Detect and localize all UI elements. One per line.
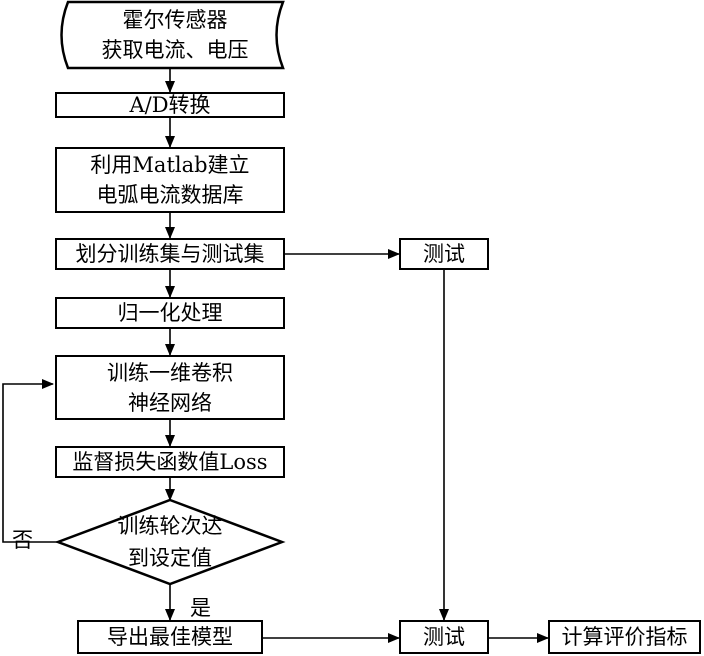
node-ad-conversion: A/D转换 [55,92,285,118]
node-export-model: 导出最佳模型 [77,620,263,654]
node-loss-monitor: 监督损失函数值Loss [55,446,285,478]
node-ad-label: A/D转换 [129,93,211,117]
node-normalize: 归一化处理 [55,297,285,329]
node-matlab-line2: 电弧电流数据库 [96,183,244,207]
node-test-1: 测试 [399,238,489,270]
node-decision-line1: 训练轮次达 [117,514,223,538]
node-test-2: 测试 [399,620,489,654]
node-train-cnn: 训练一维卷积 神经网络 [55,355,285,420]
node-sensor-line1: 霍尔传感器 [122,8,228,32]
node-train-line2: 神经网络 [128,390,212,415]
node-normalize-label: 归一化处理 [117,301,223,325]
node-export-label: 导出最佳模型 [107,625,233,649]
node-sensor-line2: 获取电流、电压 [101,38,249,62]
node-matlab-database: 利用Matlab建立 电弧电流数据库 [55,147,285,213]
node-test-1-label: 测试 [423,242,465,266]
node-split-label: 划分训练集与测试集 [75,242,265,266]
start-terminal-shape [60,0,285,70]
label-yes: 是 [190,596,211,620]
arrow-feedback-loop [2,379,58,543]
node-metrics: 计算评价指标 [548,620,701,654]
node-train-line1: 训练一维卷积 [107,360,233,385]
node-decision-line2: 到设定值 [128,546,212,570]
node-sensor: 霍尔传感器 获取电流、电压 [70,2,280,68]
node-metrics-label: 计算评价指标 [561,625,688,649]
node-split-dataset: 划分训练集与测试集 [55,238,285,270]
node-test-2-label: 测试 [423,625,465,649]
label-no: 否 [12,528,33,552]
node-loss-label: 监督损失函数值Loss [72,450,268,474]
node-matlab-line1: 利用Matlab建立 [90,153,250,177]
